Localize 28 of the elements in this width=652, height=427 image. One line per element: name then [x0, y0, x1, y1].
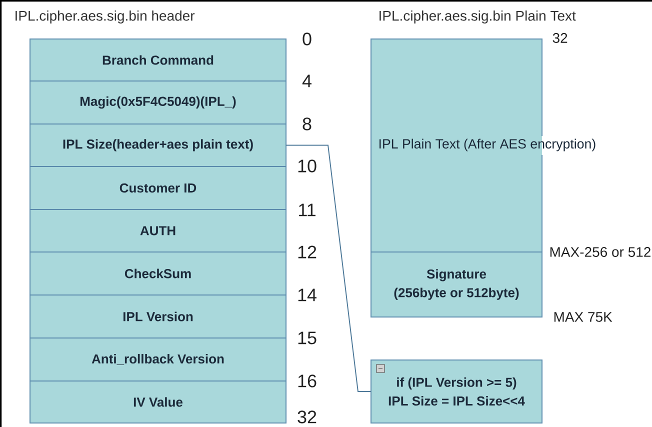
- field-box: Magic(0x5F4C5049)(IPL_): [30, 80, 286, 124]
- offset-number: 12: [298, 246, 316, 258]
- heading: IPL.cipher.aes.sig.bin Plain Text: [380, 10, 576, 24]
- field-box: IV Value: [30, 380, 286, 424]
- offset-number: 0: [302, 32, 312, 46]
- field-box: CheckSum: [30, 252, 286, 296]
- offset-number: 32: [298, 410, 316, 424]
- memory-block: Signature (256byte or 512byte): [370, 252, 542, 318]
- offset-label: MAX-256 or 512: [550, 247, 650, 257]
- offset-number: 16: [298, 374, 316, 388]
- field-box: Branch Command: [30, 38, 286, 82]
- field-box: AUTH: [30, 209, 286, 252]
- field-box: Customer ID: [30, 166, 286, 210]
- field-box: IPL Size(header+aes plain text): [30, 124, 286, 167]
- offset-number: 14: [298, 288, 316, 302]
- offset-number: 15: [298, 332, 316, 344]
- heading: IPL.cipher.aes.sig.bin header: [16, 10, 195, 24]
- offset-label: MAX 75K: [554, 312, 612, 322]
- offset-number: 11: [299, 204, 316, 216]
- field-box: Anti_rollback Version: [30, 338, 286, 382]
- connector-line: [286, 144, 372, 392]
- node-label: IPL Plain Text (After AES encryption): [380, 138, 596, 152]
- offset-number: 10: [298, 160, 316, 172]
- field-box: IPL Version: [30, 294, 286, 338]
- note-box: if (IPL Version >= 5) IPL Size = IPL Size<<4: [370, 360, 542, 424]
- offset-number: 8: [302, 118, 312, 130]
- offset-number: 4: [302, 74, 312, 88]
- offset-number: 32: [552, 33, 568, 43]
